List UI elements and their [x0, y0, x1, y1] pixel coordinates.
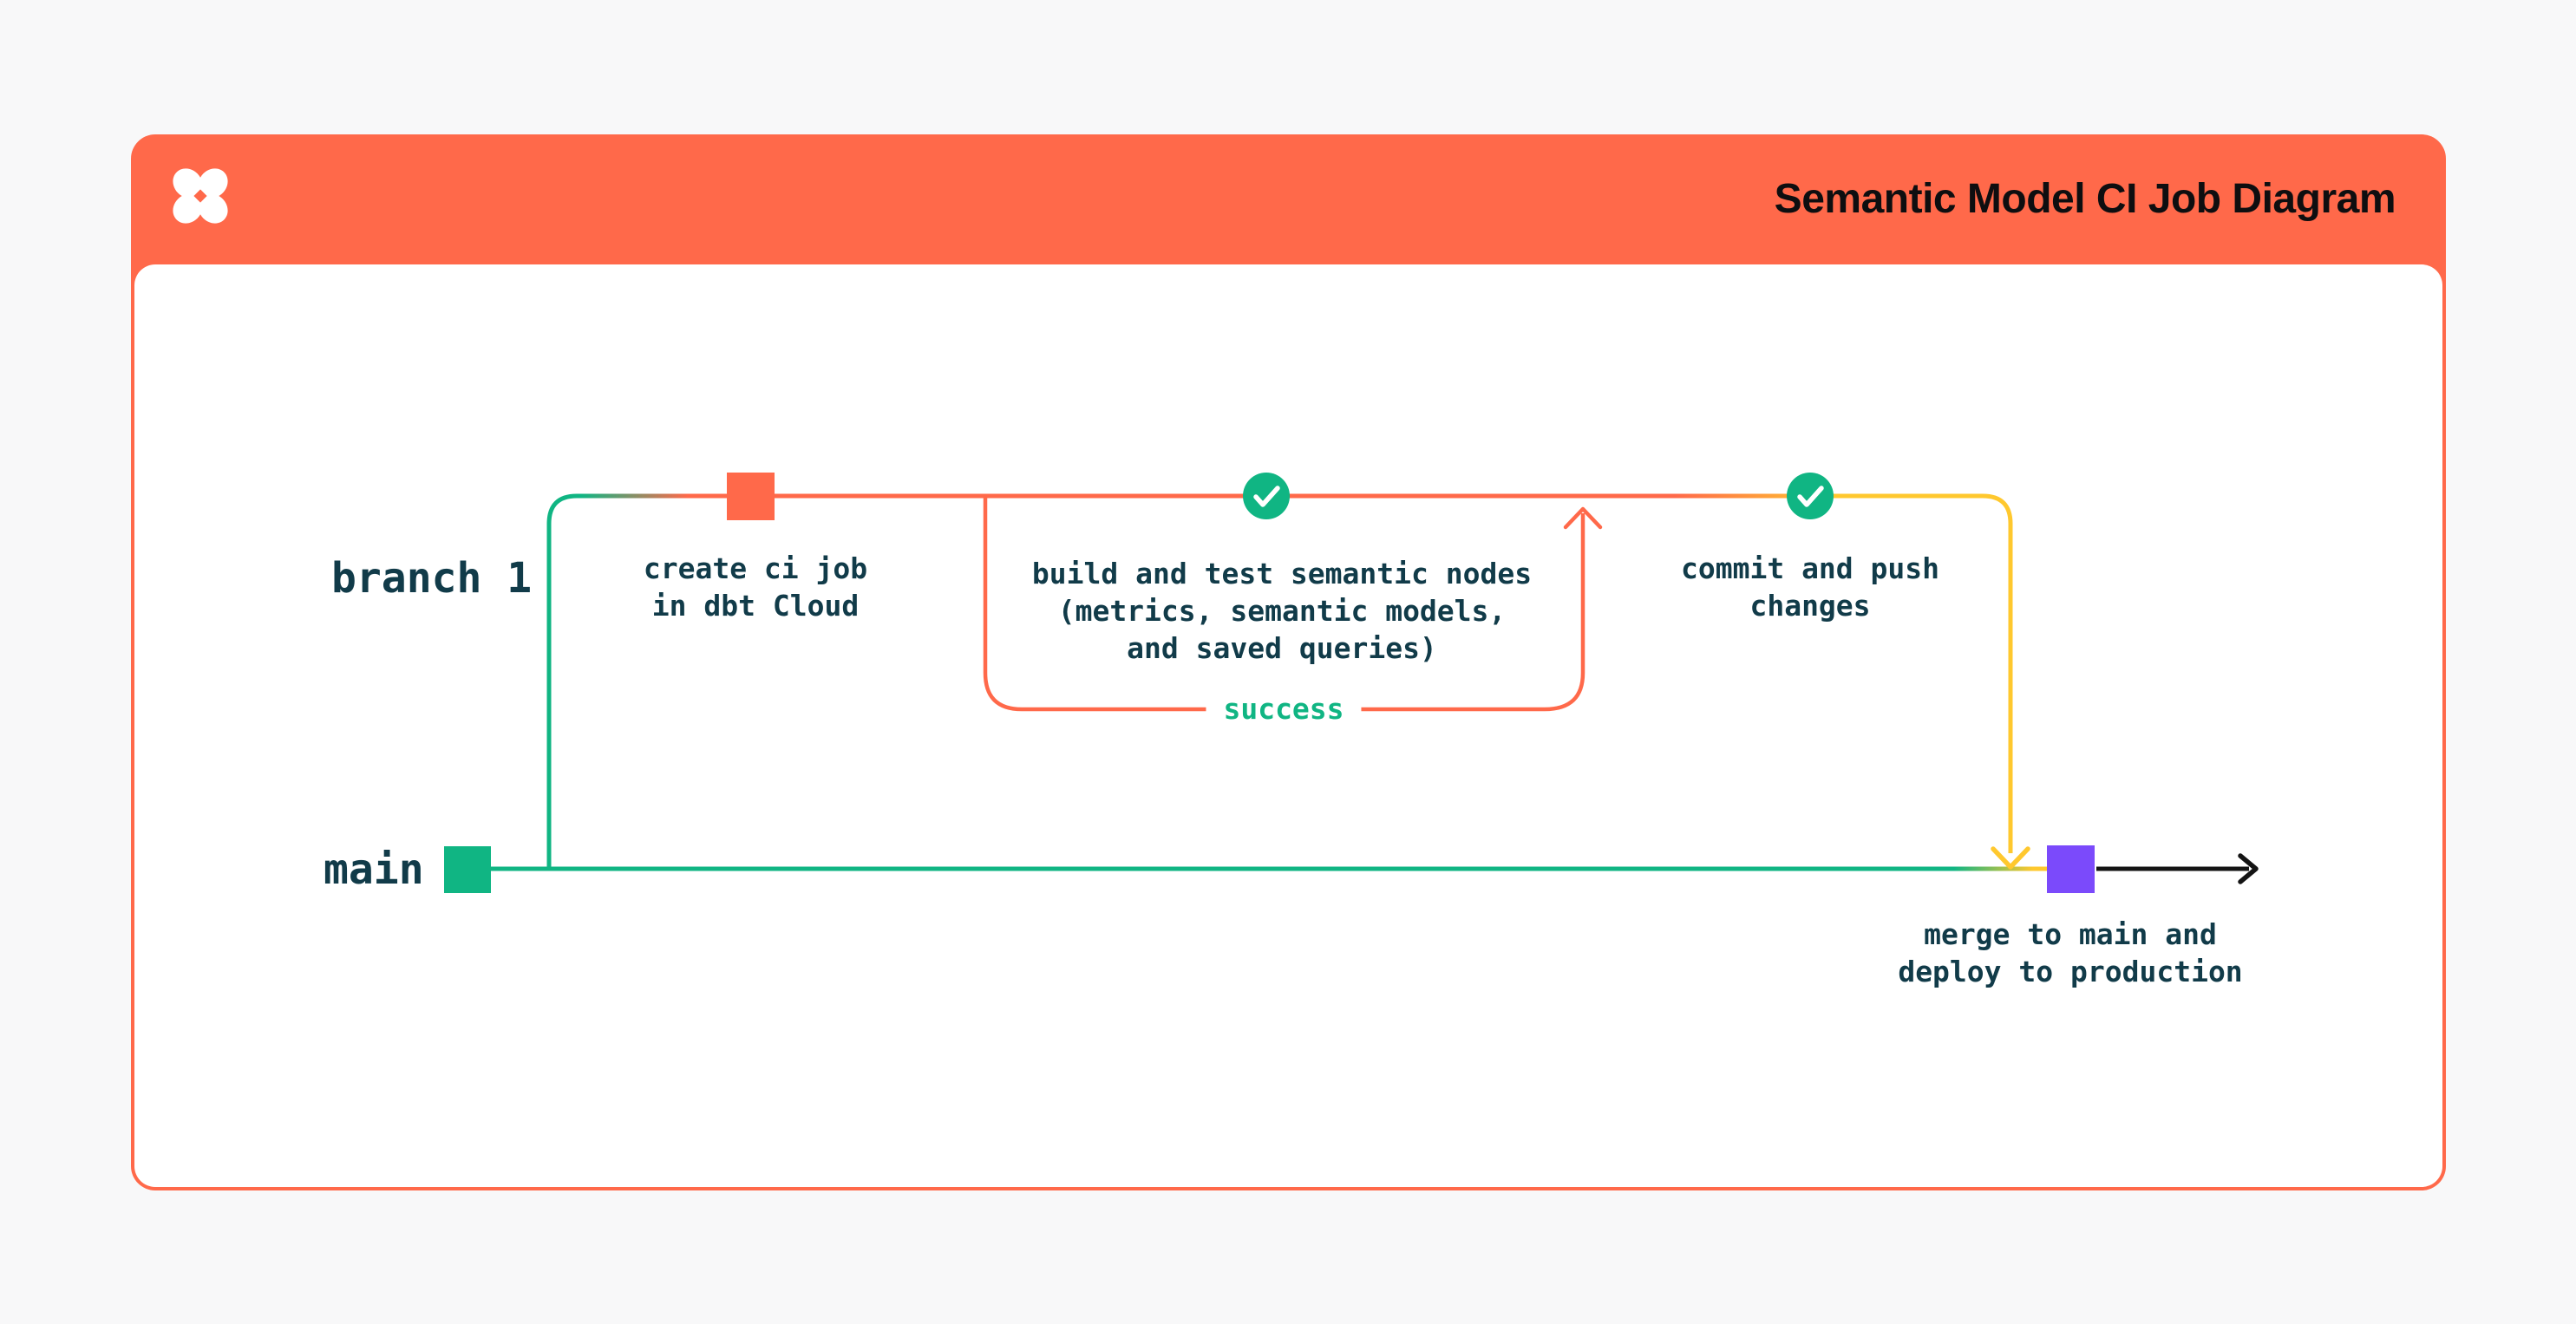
step-commit-push-label: commit and push changes [1680, 551, 1940, 623]
check-circle-build-test-icon [1243, 473, 1290, 519]
merge-arrowhead-icon [1991, 846, 2030, 870]
step-merge-deploy-label: merge to main and deploy to production [1898, 917, 2243, 988]
deploy-arrowhead-icon [2238, 853, 2259, 884]
branch-1-label: branch 1 [331, 554, 533, 603]
dbt-logo-icon [173, 168, 228, 224]
commit-square-create-ci [727, 473, 775, 520]
success-loop-arrowhead-icon [1563, 506, 1603, 530]
check-circle-commit-push-icon [1787, 473, 1834, 519]
success-loop-label: success [1206, 692, 1362, 727]
page-title: Semantic Model CI Job Diagram [1774, 176, 2396, 222]
step-build-test-label: build and test semantic nodes (metrics, … [1031, 557, 1533, 665]
commit-square-main [444, 846, 491, 893]
commit-square-merge [2047, 845, 2095, 893]
step-create-ci-job-label: create ci job in dbt Cloud [643, 551, 868, 623]
card-header: Semantic Model CI Job Diagram [131, 134, 2446, 264]
main-branch-label: main [324, 845, 424, 894]
